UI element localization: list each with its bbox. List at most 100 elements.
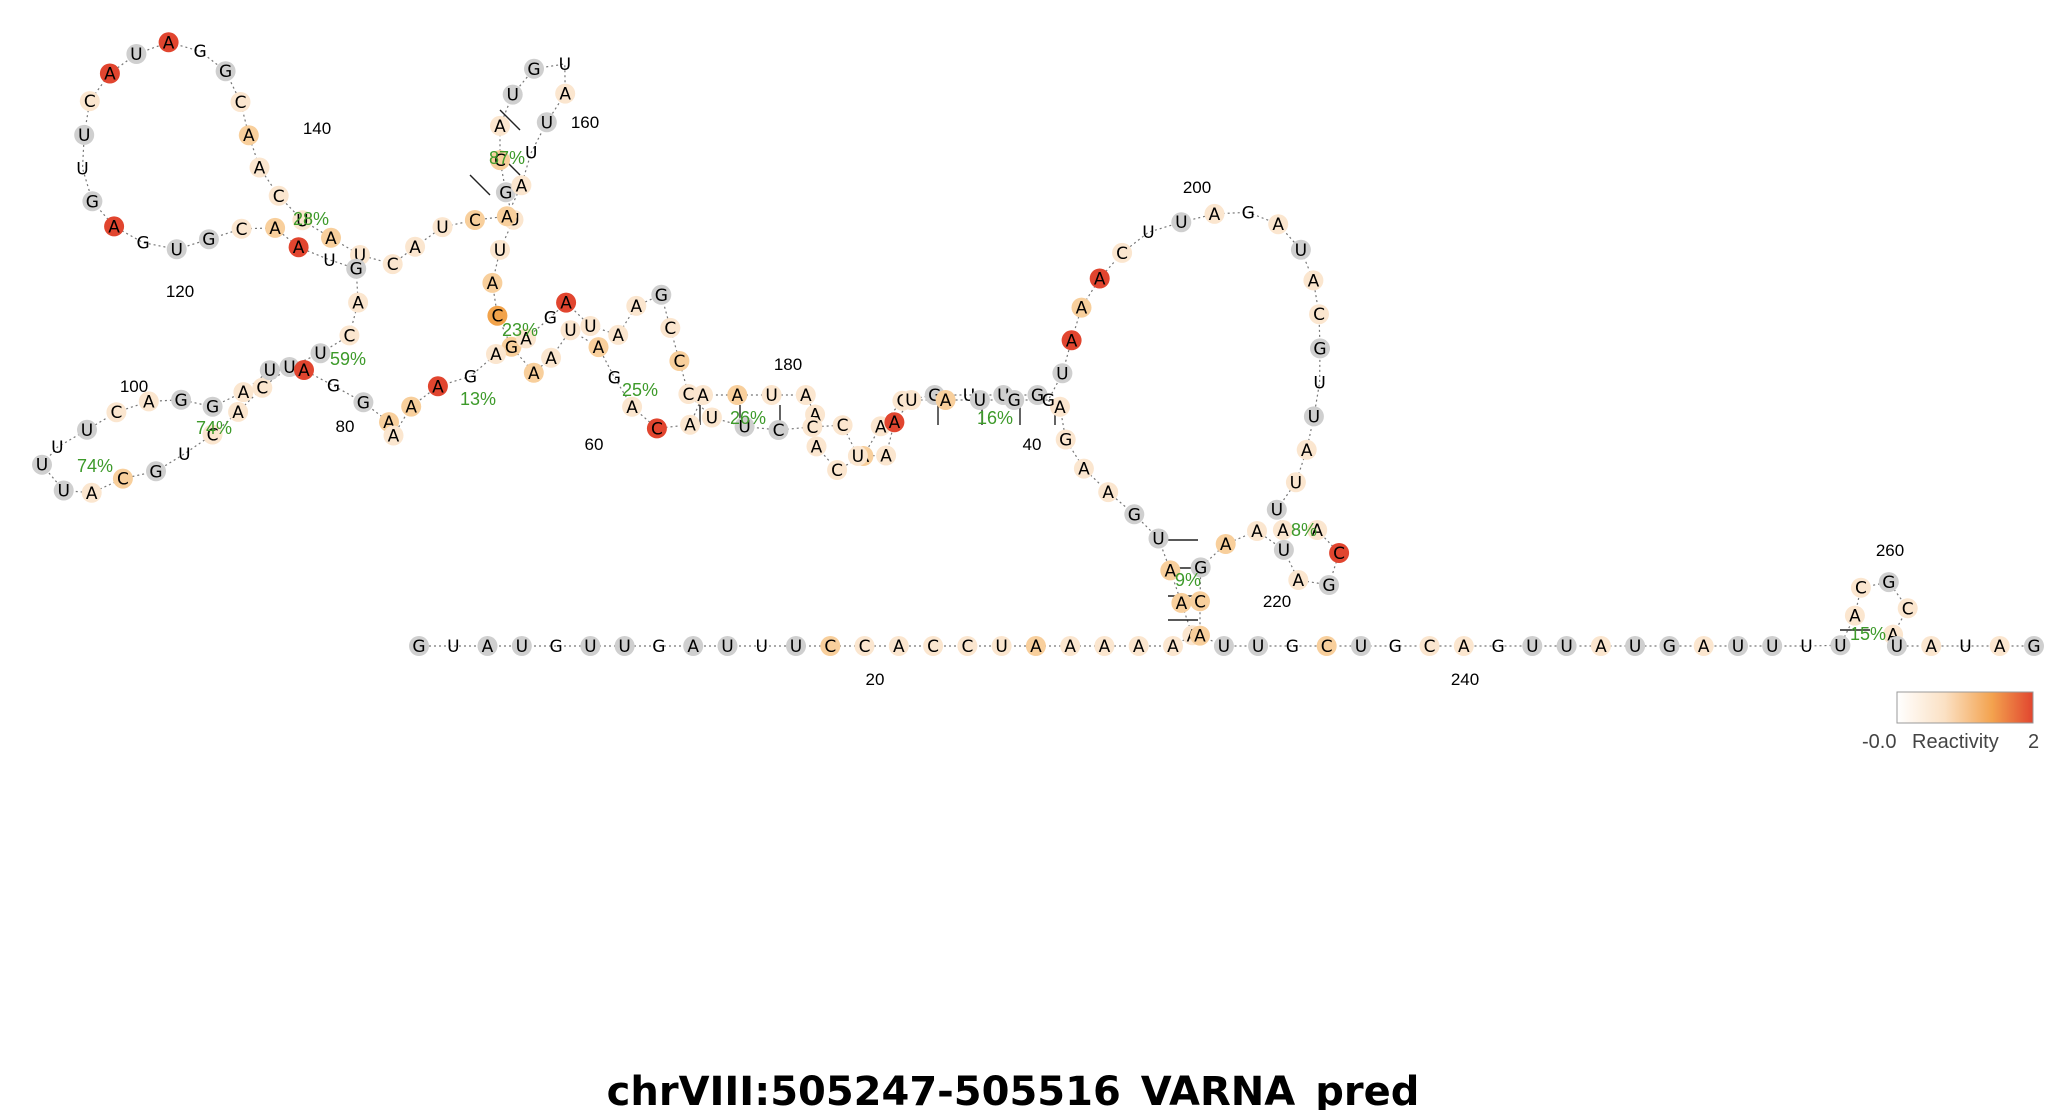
nucleotide-base: C [491, 307, 503, 327]
nucleotide: A [228, 401, 249, 423]
nucleotide-circle [786, 636, 806, 656]
nucleotide: A [233, 382, 254, 403]
nucleotide-base: C [673, 352, 685, 372]
nucleotide-circle [876, 445, 897, 466]
nucleotide-circle [1878, 572, 1899, 593]
nucleotide: G [524, 58, 544, 80]
nucleotide-base: G [550, 637, 563, 657]
nucleotide-circle [321, 227, 341, 248]
nucleotide: A [158, 32, 179, 53]
nucleotide: A [1094, 636, 1115, 657]
nucleotide: U [969, 390, 990, 411]
position-label-40: 40 [1023, 435, 1042, 454]
nucleotide: A [1050, 396, 1070, 418]
position-label-160: 160 [571, 113, 599, 132]
nucleotide-base: U [1560, 637, 1572, 657]
nucleotide-circle [580, 636, 601, 656]
nucleotide-base: A [1167, 637, 1179, 657]
base-pair-bond [469, 174, 491, 196]
nucleotide: U [701, 407, 722, 429]
nucleotide-base: A [243, 126, 255, 146]
nucleotide-base: U [36, 456, 48, 476]
nucleotide-circle [884, 412, 905, 433]
nucleotide-base: A [163, 33, 175, 53]
nucleotide: A [1128, 636, 1149, 657]
nucleotide-circle [486, 344, 506, 364]
nucleotide: A [1288, 570, 1309, 591]
nucleotide: U [761, 385, 782, 406]
nucleotide-circle [158, 32, 179, 53]
nucleotide-circle [353, 392, 374, 413]
nucleotide-base: A [940, 391, 952, 411]
position-label-240: 240 [1451, 670, 1479, 689]
nucleotide-base: A [1099, 637, 1111, 657]
nucleotide: C [832, 415, 853, 436]
nucleotide-base: A [487, 274, 499, 294]
nucleotide-circle [1060, 636, 1081, 656]
nucleotide: U [1313, 374, 1325, 394]
nucleotide-circle [228, 401, 249, 422]
nucleotide-circle [1266, 499, 1287, 520]
nucleotide: C [230, 92, 251, 113]
nucleotide-base: A [501, 207, 513, 227]
nucleotide: G [327, 377, 340, 397]
nucleotide: U [755, 637, 767, 657]
nucleotide-base: G [2027, 637, 2040, 657]
nucleotide-circle [1285, 472, 1306, 493]
nucleotide-base: G [1031, 386, 1044, 406]
nucleotide-circle [820, 636, 841, 656]
nucleotide-base: U [436, 218, 448, 238]
nucleotide-base: G [608, 368, 621, 388]
nucleotide: G [1659, 636, 1680, 657]
legend-color-bar [1896, 691, 2034, 724]
nucleotide-base: U [1800, 637, 1812, 657]
nucleotide: U [1273, 539, 1294, 561]
nucleotide-circle [198, 229, 219, 250]
nucleotide-circle [1303, 270, 1324, 291]
nucleotide-base: A [1030, 637, 1042, 657]
nucleotide-circle [854, 636, 875, 656]
nucleotide-base: A [1308, 271, 1320, 291]
nucleotide-base: C [824, 637, 836, 657]
nucleotide-base: A [298, 361, 310, 381]
nucleotide-base: A [494, 117, 506, 137]
nucleotide: U [32, 454, 52, 476]
nucleotide-base: A [352, 294, 364, 314]
nucleotide-circle [1590, 636, 1611, 656]
position-label-100: 100 [120, 377, 148, 396]
nucleotide-base: U [1142, 223, 1154, 243]
nucleotide-circle [680, 414, 701, 435]
nucleotide: A [1921, 636, 1942, 657]
nucleotide-circle [1762, 636, 1783, 656]
nucleotide: C [820, 636, 841, 657]
nucleotide-base: U [721, 637, 733, 657]
nucleotide-base: U [1175, 213, 1187, 233]
nucleotide: G [652, 637, 665, 657]
nucleotide: U [1266, 499, 1287, 521]
nucleotide-base: A [1194, 627, 1206, 647]
nucleotide-base: U [314, 344, 326, 364]
nucleotide: C [1329, 543, 1350, 564]
nucleotide: G [353, 392, 374, 413]
nucleotide-base: U [1766, 637, 1778, 657]
nucleotide-circle [555, 83, 576, 104]
nucleotide-base: A [559, 85, 571, 105]
position-label-260: 260 [1876, 541, 1904, 560]
nucleotide-circle [660, 317, 681, 338]
nucleotide-base: A [811, 437, 823, 457]
nucleotide: U [901, 390, 922, 411]
nucleotide: A [1296, 439, 1317, 461]
percent-label: 59% [330, 349, 366, 369]
nucleotide: U [536, 112, 557, 133]
nucleotide-base: G [505, 338, 518, 358]
nucleotide: G [1319, 575, 1339, 596]
nucleotide: C [464, 210, 485, 231]
nucleotide-base: A [889, 413, 901, 433]
nucleotide-base: U [1218, 637, 1230, 657]
nucleotide: A [1163, 636, 1183, 657]
nucleotide-base: A [684, 416, 696, 436]
nucleotide-circle [1004, 390, 1025, 410]
nucleotide-circle [1921, 636, 1942, 656]
nucleotide-base: G [1128, 505, 1141, 525]
nucleotide-base: C [806, 418, 818, 438]
